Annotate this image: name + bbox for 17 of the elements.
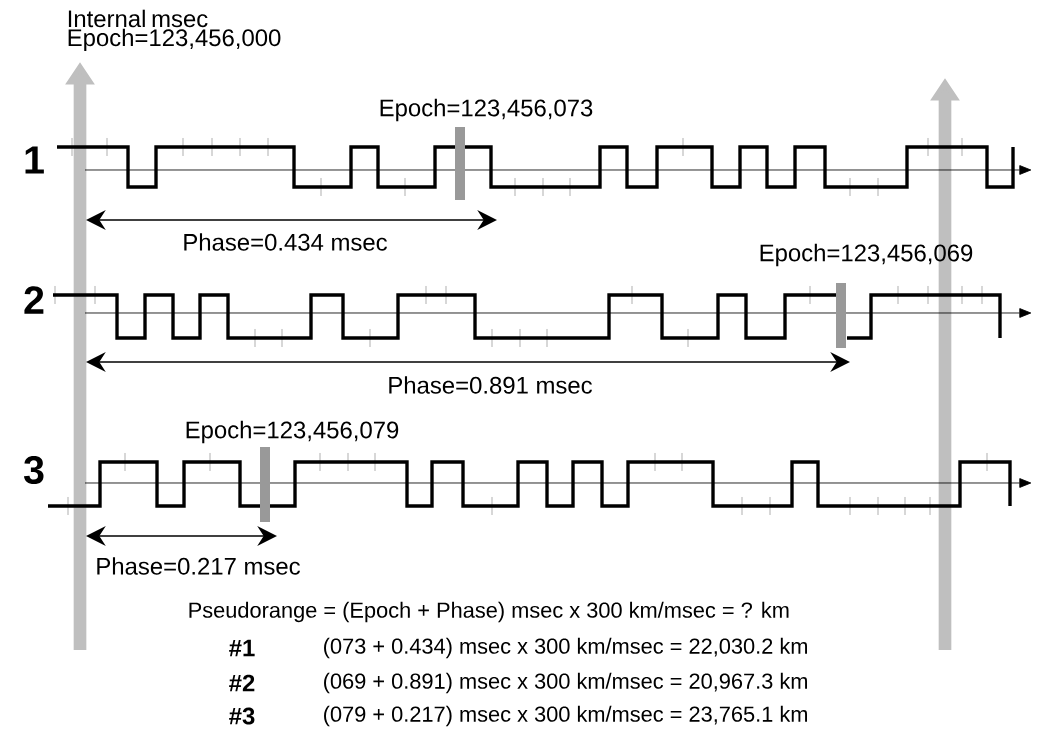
row-number: 2 [24,286,44,314]
axis-label: Internal msec Epoch=123,456,000 [68,9,281,51]
equation-text: (069 + 0.891) msec x 300 km/msec = 20,967.3 km [324,672,807,694]
row-number: 3 [23,456,44,484]
equation-text: (079 + 0.217) msec x 300 km/msec = 23,765.1 km [324,705,807,727]
equation-text: Pseudorange = (Epoch + Phase) msec x 300 km/msec = ? km [189,601,789,623]
epoch-label: Epoch=123,456,079 [186,420,399,444]
satellite-number: #1 [229,639,255,657]
equation-text: (073 + 0.434) msec x 300 km/msec = 22,030.2 km [324,637,807,659]
phase-label: Phase=0.434 msec [184,233,387,251]
epoch-label: Epoch=123,456,069 [760,243,973,267]
epoch-label: Epoch=123,456,073 [380,98,593,122]
phase-label: Phase=0.891 msec [389,376,592,394]
satellite-number: #2 [229,674,255,692]
phase-label: Phase=0.217 msec [97,557,300,575]
row-number: 1 [25,146,44,174]
satellite-number: #3 [229,707,255,725]
